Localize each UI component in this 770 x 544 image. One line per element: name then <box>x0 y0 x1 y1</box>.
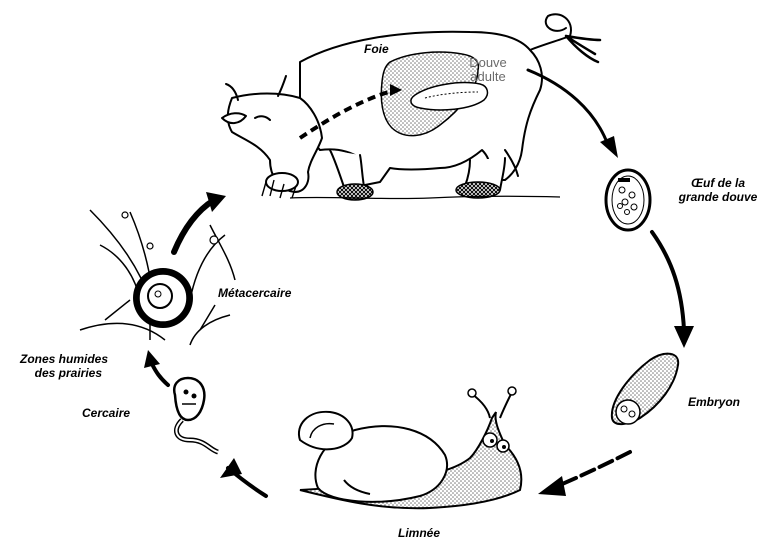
label-zones-humides: Zones humides des prairies <box>20 352 108 380</box>
metacercaria-icon <box>133 268 193 328</box>
label-embryon: Embryon <box>688 395 740 409</box>
label-zones-line2: des prairies <box>20 366 108 380</box>
snail-icon <box>299 387 521 508</box>
label-zones-line1: Zones humides <box>20 352 108 366</box>
embryo-icon <box>612 354 678 424</box>
label-douve-line1: Douve <box>458 56 518 70</box>
label-metacercaire: Métacercaire <box>218 286 291 300</box>
egg-icon <box>606 170 650 230</box>
cercaria-icon <box>174 378 218 452</box>
bead-icon <box>147 243 153 249</box>
ground-line <box>290 196 560 198</box>
bead-icon <box>122 212 128 218</box>
label-douve-line2: adulte <box>458 70 518 84</box>
label-douve-adulte: Douve adulte <box>458 56 518 84</box>
label-limnee: Limnée <box>398 526 440 540</box>
cow-hoof <box>456 182 500 198</box>
label-oeuf-line2: grande douve <box>668 190 768 204</box>
label-cercaire: Cercaire <box>82 406 130 420</box>
bead-icon <box>210 236 218 244</box>
label-oeuf: Œuf de la grande douve <box>668 176 768 204</box>
label-foie: Foie <box>364 42 389 56</box>
label-oeuf-line1: Œuf de la <box>668 176 768 190</box>
